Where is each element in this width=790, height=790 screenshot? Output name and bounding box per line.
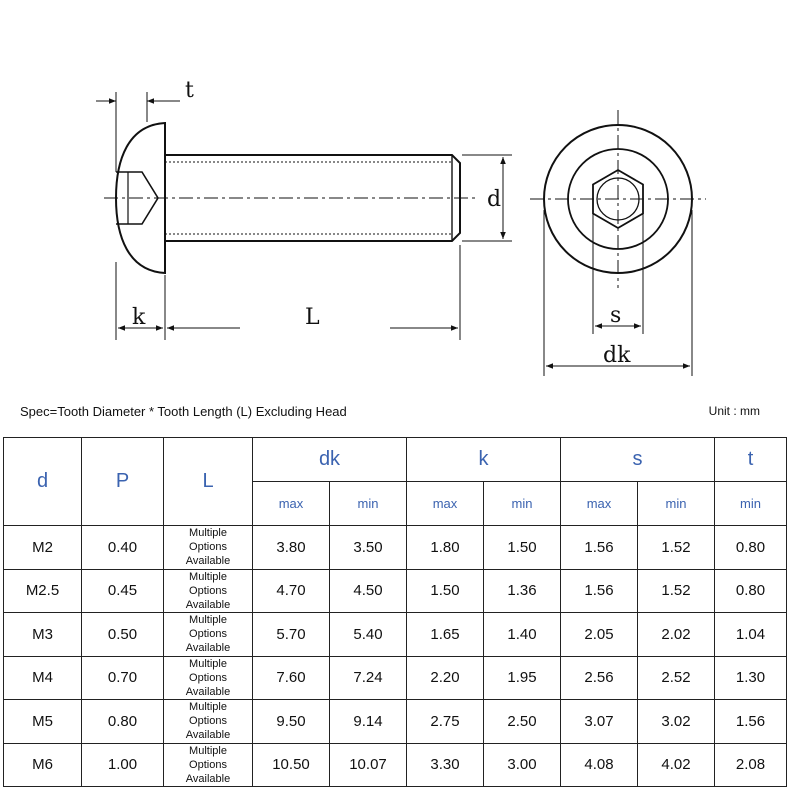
spec-caption: Spec=Tooth Diameter * Tooth Length (L) E… [20, 404, 347, 419]
dk-label: dk [603, 343, 631, 368]
cell-k-max: 2.20 [406, 655, 484, 700]
cell-k-max: 1.65 [406, 612, 484, 657]
subheader-dk-max: max [252, 481, 330, 526]
t-dimension [96, 92, 180, 172]
cell-dk-max: 4.70 [252, 568, 330, 613]
cell-p: 1.00 [81, 742, 164, 787]
cell-p: 0.80 [81, 699, 164, 744]
spec-table: d P L dk k s t max min max min max min m… [3, 437, 787, 787]
cell-t-min: 1.30 [714, 655, 787, 700]
cell-s-max: 2.56 [560, 655, 638, 700]
cell-dk-min: 9.14 [329, 699, 407, 744]
header-p: P [81, 437, 164, 526]
cell-k-min: 3.00 [483, 742, 561, 787]
cell-t-min: 2.08 [714, 742, 787, 787]
screw-drawing: t d k L s [96, 78, 706, 376]
cell-s-max: 3.07 [560, 699, 638, 744]
cell-s-max: 1.56 [560, 568, 638, 613]
cell-s-max: 2.05 [560, 612, 638, 657]
subheader-s-max: max [560, 481, 638, 526]
k-dimension [115, 262, 166, 340]
cell-dk-min: 10.07 [329, 742, 407, 787]
screw-top-view [530, 110, 706, 288]
cell-dk-max: 10.50 [252, 742, 330, 787]
s-label: s [610, 303, 621, 328]
cell-p: 0.70 [81, 655, 164, 700]
cell-d: M2.5 [3, 568, 82, 613]
cell-k-max: 3.30 [406, 742, 484, 787]
L-label: L [305, 305, 320, 330]
cell-p: 0.50 [81, 612, 164, 657]
k-label: k [132, 305, 146, 330]
d-dimension [462, 154, 512, 242]
subheader-k-min: min [483, 481, 561, 526]
cell-s-min: 2.02 [637, 612, 715, 657]
cell-k-min: 1.95 [483, 655, 561, 700]
cell-s-min: 2.52 [637, 655, 715, 700]
cell-s-min: 4.02 [637, 742, 715, 787]
cell-s-min: 1.52 [637, 568, 715, 613]
cell-dk-min: 3.50 [329, 525, 407, 570]
cell-t-min: 0.80 [714, 525, 787, 570]
L-dimension [167, 245, 461, 340]
cell-k-min: 2.50 [483, 699, 561, 744]
header-k: k [406, 437, 561, 482]
cell-d: M3 [3, 612, 82, 657]
s-dimension [592, 214, 644, 334]
cell-t-min: 1.04 [714, 612, 787, 657]
cell-k-max: 1.80 [406, 525, 484, 570]
cell-dk-max: 3.80 [252, 525, 330, 570]
subheader-t-min: min [714, 481, 787, 526]
cell-k-max: 2.75 [406, 699, 484, 744]
cell-p: 0.45 [81, 568, 164, 613]
cell-dk-min: 4.50 [329, 568, 407, 613]
cell-d: M6 [3, 742, 82, 787]
cell-s-max: 4.08 [560, 742, 638, 787]
cell-s-max: 1.56 [560, 525, 638, 570]
cell-s-min: 3.02 [637, 699, 715, 744]
cell-dk-min: 5.40 [329, 612, 407, 657]
cell-k-min: 1.50 [483, 525, 561, 570]
cell-t-min: 0.80 [714, 568, 787, 613]
unit-caption: Unit : mm [708, 404, 760, 418]
t-label: t [185, 78, 194, 103]
cell-k-min: 1.36 [483, 568, 561, 613]
subheader-dk-min: min [329, 481, 407, 526]
header-l: L [163, 437, 253, 526]
cell-dk-max: 5.70 [252, 612, 330, 657]
header-d: d [3, 437, 82, 526]
cell-dk-max: 7.60 [252, 655, 330, 700]
header-dk: dk [252, 437, 407, 482]
cell-dk-max: 9.50 [252, 699, 330, 744]
cell-dk-min: 7.24 [329, 655, 407, 700]
d-label: d [487, 187, 501, 212]
cell-t-min: 1.56 [714, 699, 787, 744]
subheader-s-min: min [637, 481, 715, 526]
dk-dimension [543, 210, 693, 376]
cell-k-min: 1.40 [483, 612, 561, 657]
cell-s-min: 1.52 [637, 525, 715, 570]
subheader-k-max: max [406, 481, 484, 526]
header-t: t [714, 437, 787, 482]
cell-d: M5 [3, 699, 82, 744]
header-s: s [560, 437, 715, 482]
cell-k-max: 1.50 [406, 568, 484, 613]
cell-d: M2 [3, 525, 82, 570]
cell-p: 0.40 [81, 525, 164, 570]
cell-d: M4 [3, 655, 82, 700]
